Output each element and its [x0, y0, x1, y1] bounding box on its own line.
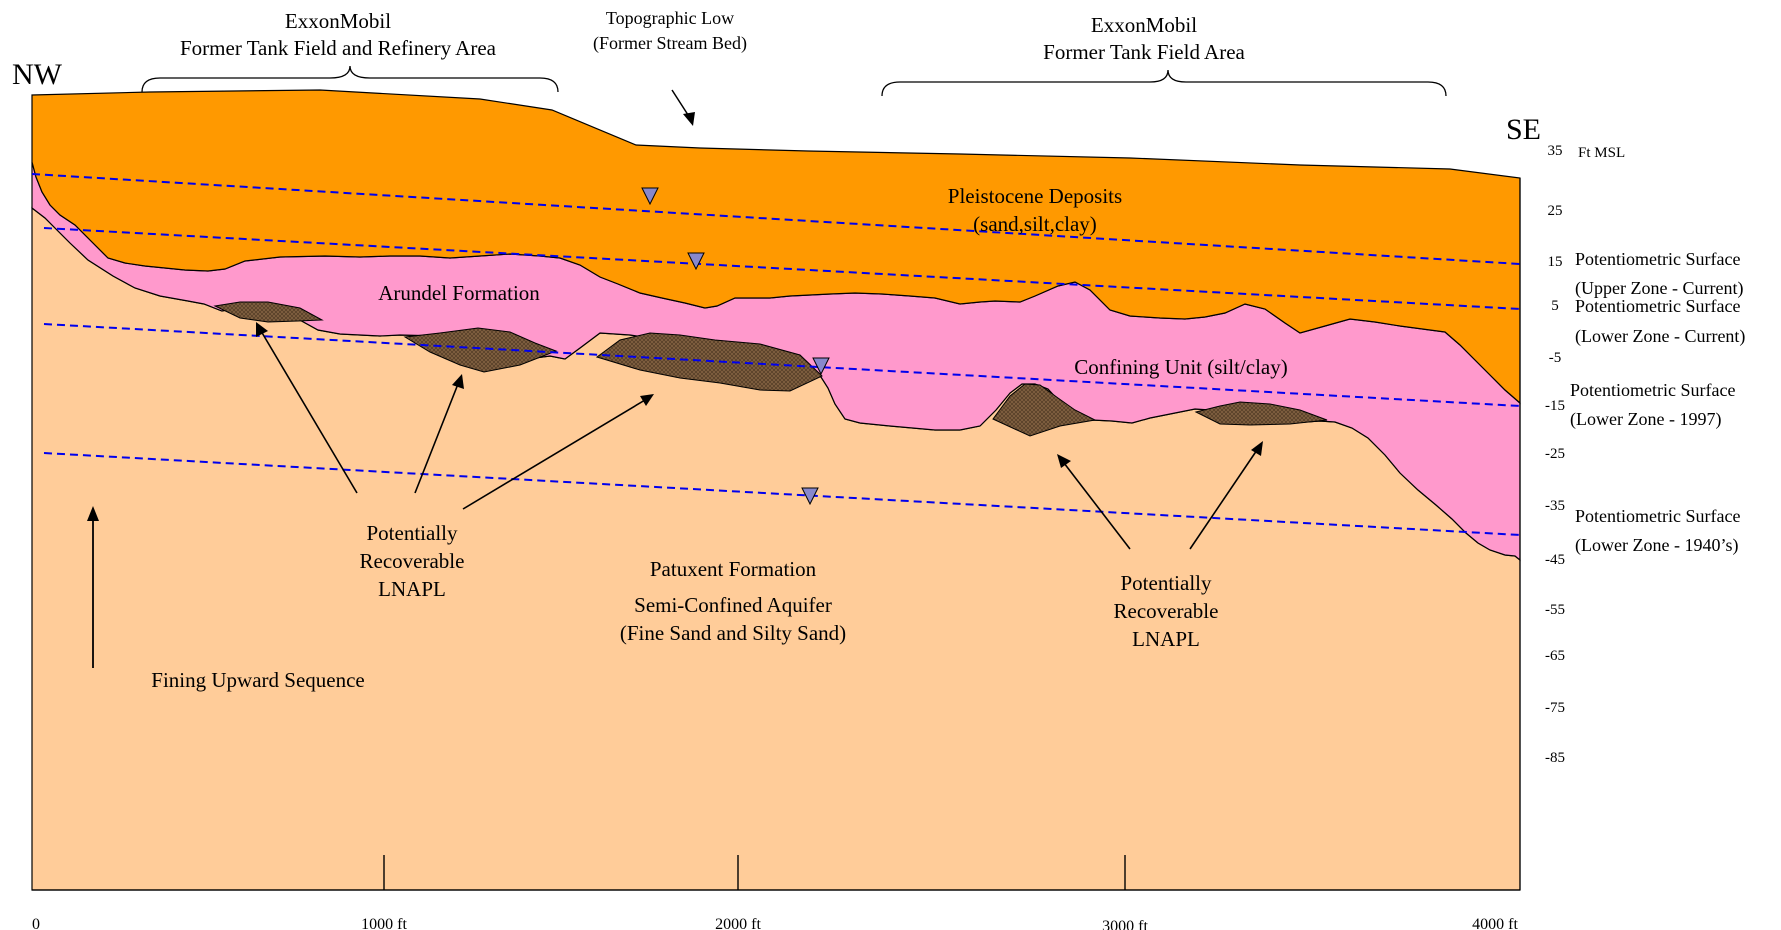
fining-upward-arrowhead	[87, 506, 99, 521]
lnapl-lens	[213, 301, 324, 323]
tank-field-subtitle: Former Tank Field Area	[1043, 40, 1245, 64]
fining-upward-label: Fining Upward Sequence	[151, 668, 364, 692]
direction-nw: NW	[12, 58, 63, 91]
water-level-marker	[812, 357, 830, 376]
refinery-area-title: ExxonMobil	[285, 9, 391, 33]
lnapl-right-label-3: LNAPL	[1132, 627, 1200, 651]
lnapl-arrows-right	[1057, 441, 1263, 550]
lnapl-lens	[595, 332, 823, 392]
topographic-low-title: Topographic Low	[606, 8, 734, 28]
distance-label-0: 0	[32, 916, 40, 930]
pot-surface-lower-1997-title: Potentiometric Surface	[1570, 380, 1735, 400]
distance-label-3000: 3000 ft	[1102, 918, 1148, 930]
lnapl-lens	[992, 383, 1097, 437]
elevation-tick-m85: -85	[1545, 750, 1565, 766]
lnapl-right-label-1: Potentially	[1121, 571, 1212, 595]
pot-surface-lower-current-title: Potentiometric Surface	[1575, 296, 1740, 316]
arundel-label: Arundel Formation	[378, 281, 540, 305]
lnapl-left-label-3: LNAPL	[378, 577, 446, 601]
elevation-tick-m75: -75	[1545, 700, 1565, 716]
pot-surface-lower-1940s-title: Potentiometric Surface	[1575, 506, 1740, 526]
elevation-tick-35: 35	[1548, 143, 1563, 159]
pot-surface-lower-1940s-sub: (Lower Zone - 1940’s)	[1575, 535, 1738, 556]
elevation-tick-15: 15	[1548, 254, 1563, 270]
patuxent-sublabel-2: (Fine Sand and Silty Sand)	[620, 621, 846, 645]
elevation-tick-m5: -5	[1549, 350, 1562, 366]
elevation-tick-m65: -65	[1545, 648, 1565, 664]
pot-surface-lower-1997-sub: (Lower Zone - 1997)	[1570, 409, 1721, 430]
distance-label-2000: 2000 ft	[715, 916, 761, 930]
pot-surface-upper-current-title: Potentiometric Surface	[1575, 249, 1740, 269]
elevation-tick-m15: -15	[1545, 398, 1565, 414]
elevation-tick-m55: -55	[1545, 602, 1565, 618]
lnapl-lens	[403, 327, 558, 373]
pleistocene-deposits-layer	[31, 89, 1521, 405]
lnapl-left-label-1: Potentially	[367, 521, 458, 545]
elevation-tick-5: 5	[1551, 298, 1559, 314]
elevation-tick-m25: -25	[1545, 446, 1565, 462]
water-level-marker	[687, 252, 705, 271]
lnapl-lens	[1194, 401, 1328, 426]
elevation-tick-m35: -35	[1545, 498, 1565, 514]
pleistocene-sublabel: (sand,silt,clay)	[973, 212, 1097, 236]
lnapl-right-label-2: Recoverable	[1114, 599, 1219, 623]
water-level-marker	[641, 187, 659, 206]
brace-refinery-area	[141, 65, 559, 93]
direction-se: SE	[1506, 113, 1541, 146]
pleistocene-label: Pleistocene Deposits	[948, 184, 1122, 208]
confining-unit-label: Confining Unit (silt/clay)	[1074, 355, 1287, 379]
pot-surface-lower-current-sub: (Lower Zone - Current)	[1575, 326, 1745, 347]
tank-field-title: ExxonMobil	[1091, 13, 1197, 37]
elevation-tick-m45: -45	[1545, 552, 1565, 568]
refinery-area-subtitle: Former Tank Field and Refinery Area	[180, 36, 497, 60]
brace-tank-field-area	[881, 69, 1447, 97]
water-level-marker	[801, 487, 819, 506]
lnapl-left-label-2: Recoverable	[360, 549, 465, 573]
patuxent-label: Patuxent Formation	[650, 557, 817, 581]
patuxent-sublabel-1: Semi-Confined Aquifer	[634, 593, 832, 617]
topographic-low-arrowhead	[683, 112, 695, 126]
distance-label-4000: 4000 ft	[1472, 916, 1518, 930]
elevation-tick-25: 25	[1548, 203, 1563, 219]
potentiometric-line-upper-current	[31, 173, 1521, 265]
topographic-low-subtitle: (Former Stream Bed)	[593, 33, 747, 54]
elevation-unit: Ft MSL	[1578, 145, 1625, 161]
distance-label-1000: 1000 ft	[361, 916, 407, 930]
pot-surface-upper-current-sub: (Upper Zone - Current)	[1575, 278, 1743, 299]
lnapl-arrows-left	[256, 322, 654, 510]
